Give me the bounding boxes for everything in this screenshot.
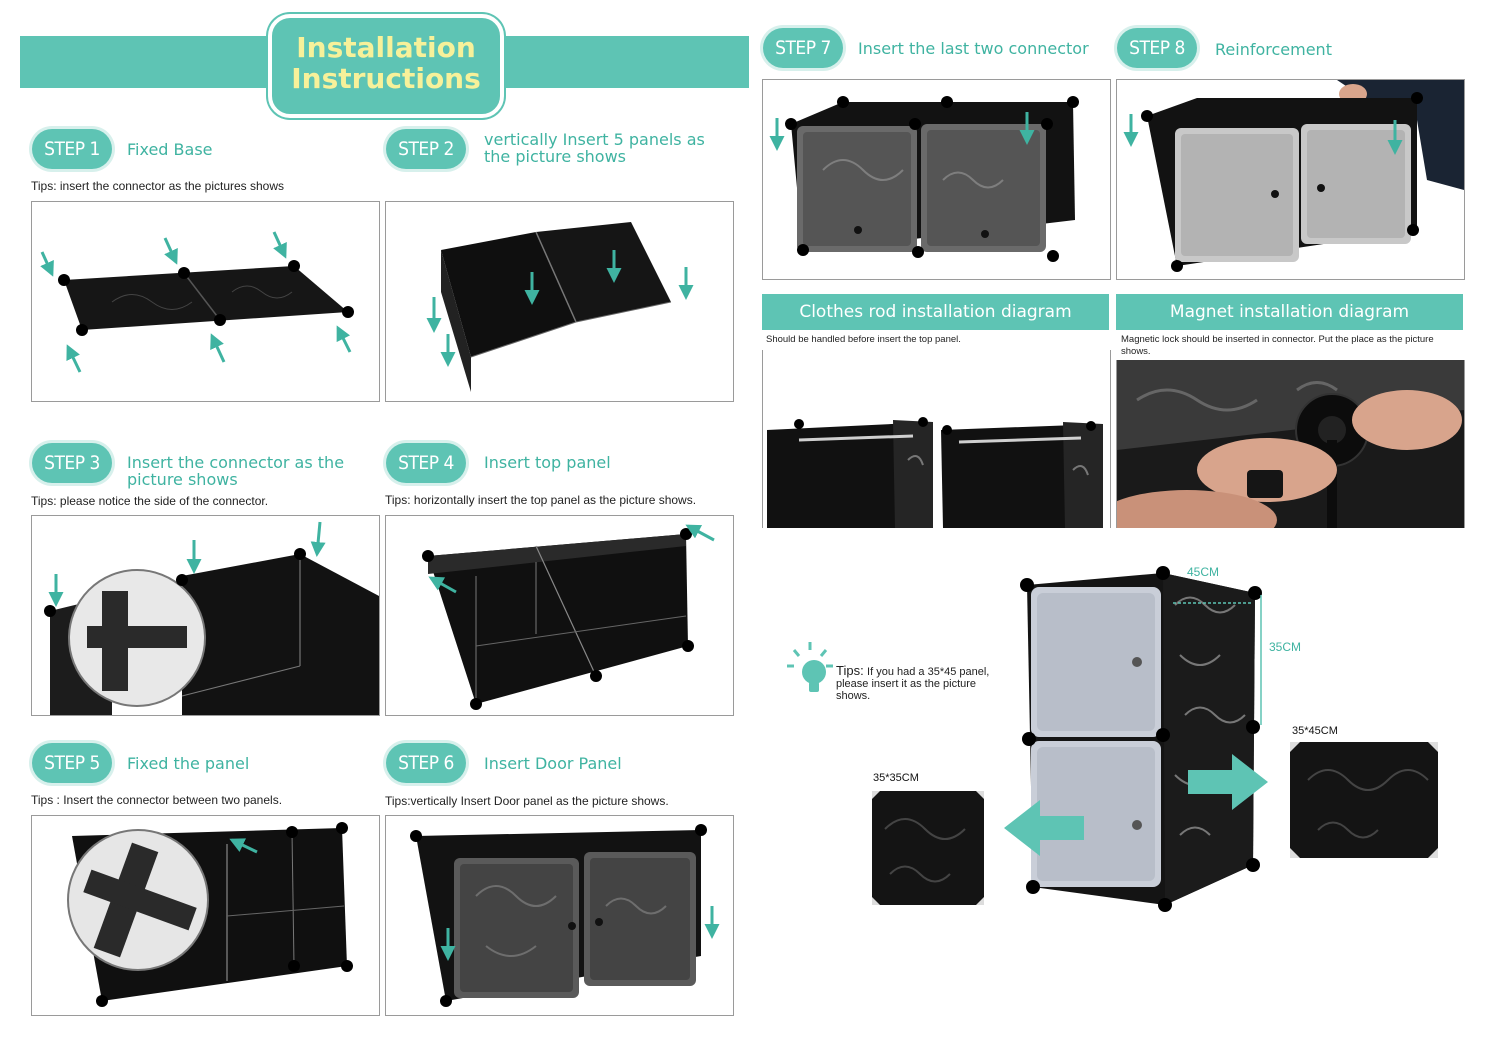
step2-title-line1: vertically Insert 5 panels as: [484, 130, 705, 149]
step7-image: [762, 79, 1111, 280]
step8-image: [1116, 79, 1465, 280]
magnet-tip: Magnetic lock should be inserted in conn…: [1121, 334, 1434, 357]
arrow-left-icon: [1002, 798, 1084, 858]
panel-small: [870, 789, 986, 907]
step6-image: [385, 815, 734, 1016]
step3-title-line1: Insert the connector as the: [127, 453, 345, 472]
step3-tip: Tips: please notice the side of the conn…: [31, 494, 269, 508]
step1-badge: STEP 1: [32, 129, 112, 169]
step6-badge: STEP 6: [386, 743, 466, 783]
step8-title: Reinforcement: [1215, 40, 1332, 59]
step2-image: [385, 201, 734, 402]
page-title-line2: Instructions: [291, 62, 481, 95]
step5-title: Fixed the panel: [127, 754, 250, 773]
step1-tip: Tips: insert the connector as the pictur…: [31, 179, 285, 193]
clothes-rod-image: [762, 350, 1111, 528]
title-badge: Installation Instructions: [268, 14, 504, 118]
arrow-right-icon: [1188, 752, 1270, 812]
magnet-header: Magnet installation diagram: [1116, 294, 1463, 330]
step3-badge: STEP 3: [32, 443, 112, 483]
step4-title: Insert top panel: [484, 453, 611, 472]
step4-badge: STEP 4: [386, 443, 466, 483]
step1-image: [31, 201, 380, 402]
step4-image: [385, 515, 734, 716]
clothes-rod-header: Clothes rod installation diagram: [762, 294, 1109, 330]
step1-title: Fixed Base: [127, 140, 213, 159]
dim-height-label: 35CM: [1269, 640, 1302, 654]
lightbulb-icon: [786, 640, 834, 698]
dim-width-label: 45CM: [1187, 565, 1220, 579]
step2-badge: STEP 2: [386, 129, 466, 169]
tips-text-line1: If you had a 35*45 panel,: [867, 666, 990, 678]
tips-text-line3: shows.: [836, 690, 871, 702]
step2-title-line2: the picture shows: [484, 147, 626, 166]
magnet-image: [1116, 360, 1465, 528]
page-title-line1: Installation: [296, 31, 476, 64]
step5-badge: STEP 5: [32, 743, 112, 783]
cabinet-diagram: [1015, 565, 1275, 915]
step5-image: [31, 815, 380, 1016]
step6-tip: Tips:vertically Insert Door panel as the…: [385, 794, 669, 808]
step5-tip: Tips : Insert the connector between two …: [31, 793, 283, 807]
tips-text-line2: please insert it as the picture: [836, 678, 977, 690]
step3-title-line2: picture shows: [127, 470, 238, 489]
panel-large: [1288, 740, 1440, 860]
size-tips-text: Tips: If you had a 35*45 panel, please i…: [836, 663, 1016, 702]
step6-title: Insert Door Panel: [484, 754, 622, 773]
step4-tip: Tips: horizontally insert the top panel …: [385, 493, 697, 507]
tips-label: Tips:: [836, 663, 864, 678]
step7-title: Insert the last two connector: [858, 39, 1089, 58]
panel-small-label: 35*35CM: [873, 772, 919, 784]
clothes-rod-tip: Should be handled before insert the top …: [766, 334, 961, 345]
panel-large-label: 35*45CM: [1292, 725, 1338, 737]
step7-badge: STEP 7: [763, 28, 843, 68]
step3-image: [31, 515, 380, 716]
step8-badge: STEP 8: [1117, 28, 1197, 68]
